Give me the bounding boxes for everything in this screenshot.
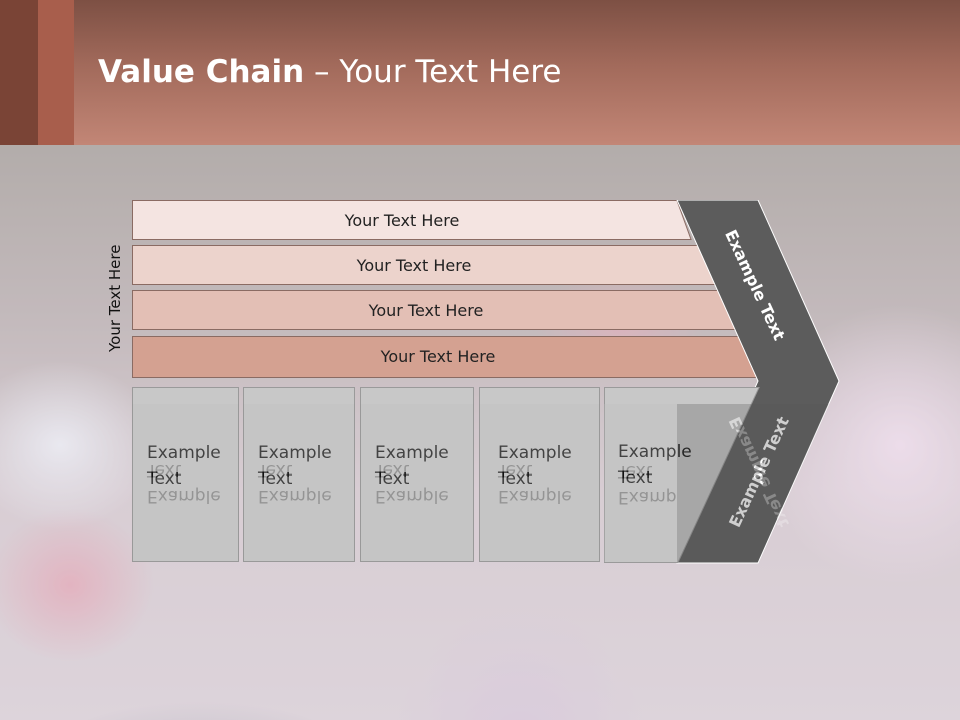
box-1-line1: Example: [147, 440, 238, 466]
reflection-box-3-line1: Example: [375, 486, 449, 506]
activity-box-2[interactable]: Example Text: [243, 387, 355, 562]
activity-box-5[interactable]: Example Text: [618, 439, 692, 491]
reflection-box-2-line2: Text: [258, 460, 293, 480]
box-3-line2: Text: [375, 466, 473, 492]
bar-2-label: Your Text Here: [356, 255, 472, 275]
bar-3-label: Your Text Here: [368, 300, 484, 320]
reflection-box-1-line1: Example: [147, 486, 221, 506]
header-accent-bar-dark: [0, 0, 38, 145]
reflection-box-1-line2: Text: [147, 460, 182, 480]
box-1-line2: Text: [147, 466, 238, 492]
activity-box-5-shape: [604, 387, 760, 563]
box-5-line2: Text: [618, 465, 692, 491]
box-2-line2: Text: [258, 466, 354, 492]
bar-4[interactable]: Your Text Here: [132, 336, 764, 378]
reflection-box-4-line1: Example: [498, 486, 572, 506]
reflection-box-3-line2: Text: [375, 460, 410, 480]
title-rest: – Your Text Here: [304, 54, 562, 90]
bar-4-label: Your Text Here: [380, 346, 496, 366]
activity-box-4[interactable]: Example Text: [479, 387, 600, 562]
bar-1[interactable]: Your Text Here: [132, 200, 692, 240]
bar-3[interactable]: Your Text Here: [132, 290, 740, 330]
reflection-box-2-line1: Example: [258, 486, 332, 506]
box-4-line1: Example: [498, 440, 599, 466]
box-4-line2: Text: [498, 466, 599, 492]
reflection-box-3: Example Text: [360, 404, 474, 562]
bar-2[interactable]: Your Text Here: [132, 245, 716, 285]
title-banner: Value Chain – Your Text Here: [0, 0, 960, 145]
reflection-chevron: [677, 404, 839, 562]
activity-box-3[interactable]: Example Text: [360, 387, 474, 562]
side-label[interactable]: Your Text Here: [106, 244, 124, 352]
header-accent-bar-light: [38, 0, 74, 145]
reflection-box-4-line2: Text: [498, 460, 533, 480]
reflection-box-2: Example Text: [243, 404, 355, 562]
bar-1-label: Your Text Here: [344, 210, 460, 230]
slide-title[interactable]: Value Chain – Your Text Here: [98, 54, 561, 90]
reflection-box-4: Example Text: [479, 404, 600, 562]
box-3-line1: Example: [375, 440, 473, 466]
reflection-box-1: Example Text: [132, 404, 239, 562]
title-bold: Value Chain: [98, 54, 305, 90]
box-5-line1: Example: [618, 439, 692, 465]
reflection: Example Text Example Text Example Text E…: [0, 404, 960, 562]
activity-box-1[interactable]: Example Text: [132, 387, 239, 562]
box-2-line1: Example: [258, 440, 354, 466]
